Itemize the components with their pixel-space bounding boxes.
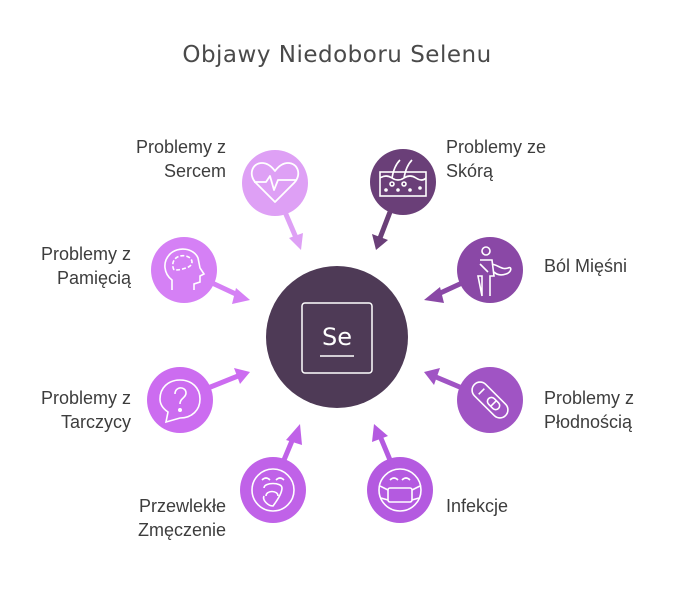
heart-pulse-icon	[250, 162, 300, 203]
label-fertility: Problemy z Płodnością	[544, 388, 635, 432]
node-fatigue	[240, 424, 306, 523]
node-heart	[242, 150, 308, 250]
node-infection	[367, 424, 433, 523]
node-fertility	[424, 367, 523, 433]
label-thyroid: Problemy z Tarczycy	[40, 388, 131, 432]
skin-layers-icon	[379, 159, 427, 197]
node-muscle	[424, 237, 523, 303]
label-skin: Problemy ze Skórą	[446, 137, 547, 181]
person-arm-pain-icon	[477, 246, 512, 297]
node-thyroid	[147, 367, 250, 433]
head-brain-icon	[164, 248, 206, 290]
label-muscle: Ból Mięśni	[544, 256, 628, 276]
label-fatigue: Przewlekłe Zmęczenie	[137, 496, 226, 540]
face-mask-icon	[378, 468, 422, 512]
element-box-icon	[301, 302, 373, 374]
yawning-face-icon	[251, 468, 295, 512]
label-infection: Infekcje	[446, 496, 509, 516]
pregnancy-test-icon	[471, 381, 509, 419]
center-node: Se	[266, 266, 408, 408]
diagram-title: Objawy Niedoboru Selenu	[182, 42, 492, 68]
label-heart: Problemy z Sercem	[135, 137, 226, 181]
node-memory	[151, 237, 250, 304]
label-memory: Problemy z Pamięcią	[40, 244, 131, 288]
center-symbol: Se	[322, 323, 352, 351]
node-skin	[370, 149, 436, 250]
question-bubble-icon	[159, 379, 201, 424]
